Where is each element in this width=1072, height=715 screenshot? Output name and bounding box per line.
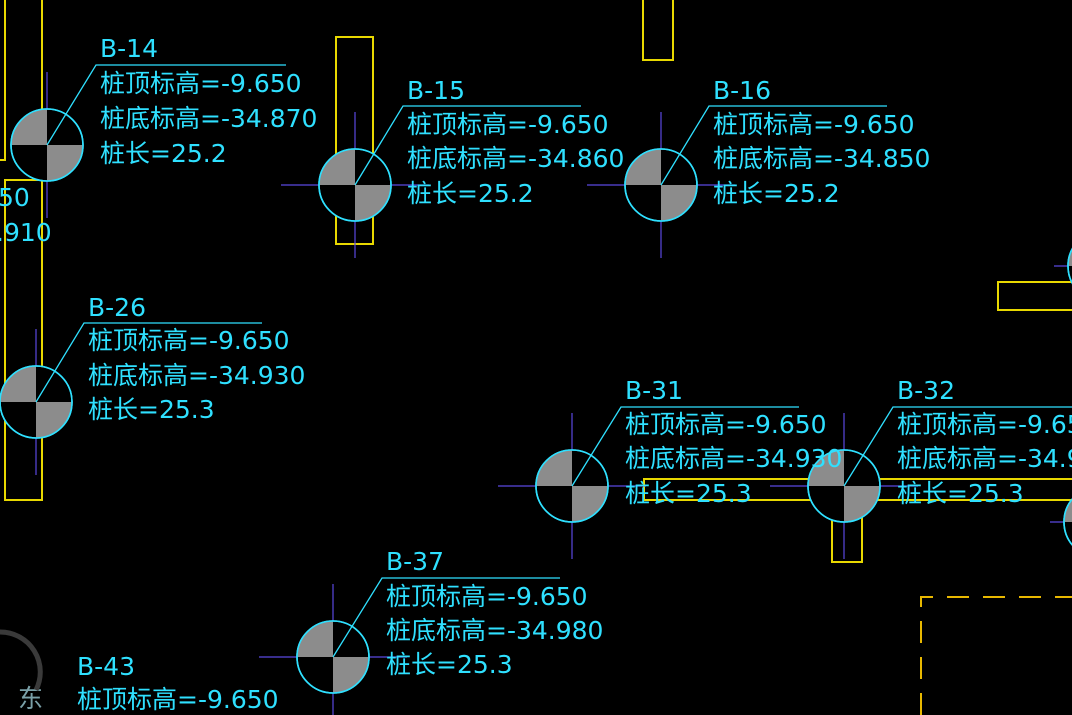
pile-b15-quadrant-br [355, 185, 391, 221]
pile-b37-outline [296, 620, 370, 694]
pile-r2-outline [1063, 498, 1072, 546]
pile-b14-length: 桩长=25.2 [100, 139, 227, 168]
pile-b26-outline [0, 365, 73, 439]
beam-right [997, 281, 1072, 311]
pile-b16-top-elev: 桩顶标高=-9.650 [713, 110, 915, 139]
pile-b26-quadrant-br [36, 402, 72, 438]
pile-b26-id[interactable]: B-26 [88, 293, 146, 322]
pile-b31-id[interactable]: B-31 [625, 376, 683, 405]
pile-b16-length: 桩长=25.2 [713, 179, 840, 208]
pile-b32-quadrant-tl [808, 450, 844, 486]
pile-b31-outline [535, 449, 609, 523]
pile-b32-quadrant-br [844, 486, 880, 522]
pile-b37-quadrant-br [333, 657, 369, 693]
pile-b15-leader [354, 105, 581, 186]
pile-b37-leader [332, 577, 560, 658]
wall-left-top [0, 0, 6, 161]
pile-b31-top-elev: 桩顶标高=-9.650 [625, 410, 827, 439]
pile-b14-leader [46, 64, 286, 146]
pile-b37-id[interactable]: B-37 [386, 547, 444, 576]
pile-b15-id[interactable]: B-15 [407, 76, 465, 105]
pile-geometry [0, 64, 1072, 715]
pile-b16-quadrant-br [661, 185, 697, 221]
pile-b15-outline [318, 148, 392, 222]
pile-b37-length: 桩长=25.3 [386, 650, 513, 679]
pile-r2-quadrant-tl [1064, 499, 1072, 522]
pile-b26-bottom-elev: 桩底标高=-34.930 [88, 361, 305, 390]
pile-labels: B-14 桩顶标高=-9.650 桩底标高=-34.870 桩长=25.2 B-… [0, 34, 1072, 714]
pile-b26-quadrant-tl [0, 366, 36, 402]
pile-b15-quadrant-tl [319, 149, 355, 185]
pile-b26-leader [35, 322, 262, 403]
pile-b16-leader [660, 105, 887, 186]
pile-b26-top-elev: 桩顶标高=-9.650 [88, 326, 290, 355]
pile-b31-leader [571, 406, 799, 487]
pile-b26-length: 桩长=25.3 [88, 395, 215, 424]
pile-b15-top-elev: 桩顶标高=-9.650 [407, 110, 609, 139]
pile-b16-bottom-elev: 桩底标高=-34.850 [713, 144, 930, 173]
column-top-mid [642, 0, 674, 61]
pile-b14-top-elev: 桩顶标高=-9.650 [100, 69, 302, 98]
pile-b14-outline [10, 108, 84, 182]
faint-arc-decoration [0, 629, 43, 692]
dashed-boundary [920, 596, 1072, 715]
pile-b37-quadrant-tl [297, 621, 333, 657]
wall-left-column [4, 179, 43, 501]
pile-b14-quadrant-br [47, 145, 83, 181]
pile-b32-leader [843, 406, 1072, 487]
pile-b16-id[interactable]: B-16 [713, 76, 771, 105]
pile-b14-bottom-elev: 桩底标高=-34.870 [100, 104, 317, 133]
pile-b14-id[interactable]: B-14 [100, 34, 158, 63]
fragment-bottom-elev-tail: .910 [0, 218, 52, 247]
pile-b43-top-elev: 桩顶标高=-9.650 [77, 685, 279, 714]
pile-b31-quadrant-br [572, 486, 608, 522]
fragment-top-elev-tail: 50 [0, 183, 30, 212]
pile-b32-id[interactable]: B-32 [897, 376, 955, 405]
pile-b32-top-elev: 桩顶标高=-9.650 [897, 410, 1072, 439]
pile-b16-quadrant-tl [625, 149, 661, 185]
pile-b31-length: 桩长=25.3 [625, 479, 752, 508]
pile-b14-quadrant-tl [11, 109, 47, 145]
pile-b32-bottom-elev: 桩底标高=-34.92 [897, 444, 1072, 473]
pile-b15-bottom-elev: 桩底标高=-34.860 [407, 144, 624, 173]
pile-b31-bottom-elev: 桩底标高=-34.930 [625, 444, 842, 473]
pile-b16-outline [624, 148, 698, 222]
pile-r1-outline [1067, 247, 1072, 285]
pile-b37-bottom-elev: 桩底标高=-34.980 [386, 616, 603, 645]
pile-b43-id[interactable]: B-43 [77, 652, 135, 681]
pile-b32-length: 桩长=25.3 [897, 479, 1024, 508]
pile-b15-length: 桩长=25.2 [407, 179, 534, 208]
pile-b32-outline [807, 449, 881, 523]
pile-b31-quadrant-tl [536, 450, 572, 486]
pile-b37-top-elev: 桩顶标高=-9.650 [386, 582, 588, 611]
